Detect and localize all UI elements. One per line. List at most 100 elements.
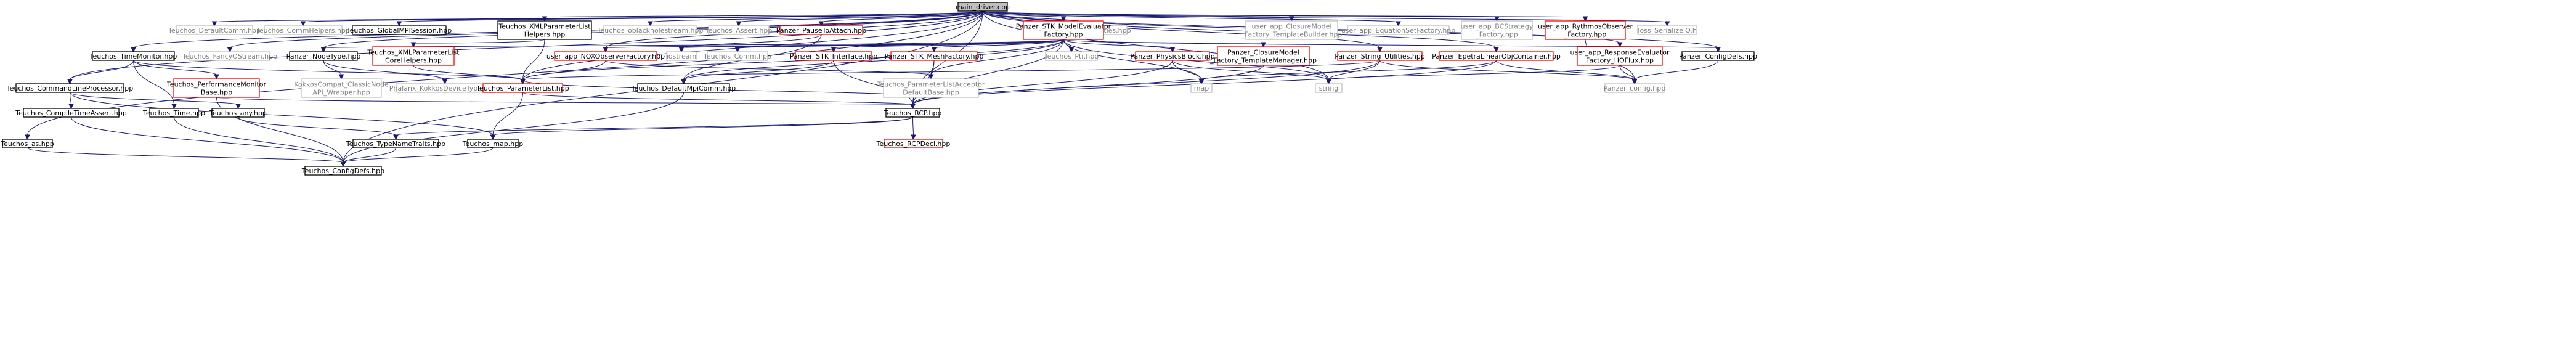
node-box <box>1023 20 1104 40</box>
node-ppta[interactable]: Panzer_PauseToAttach.hpp <box>776 25 867 35</box>
edge-ttm-to-tpmb <box>133 60 219 80</box>
node-tcta[interactable]: Teuchos_CompileTimeAssert.hpp <box>15 108 127 118</box>
edge-line <box>1496 60 1635 81</box>
node-tany[interactable]: Teuchos_any.hpp <box>209 108 267 118</box>
node-ppb[interactable]: Panzer_PhysicsBlock.hpp <box>1130 51 1215 61</box>
edge-line <box>70 10 983 81</box>
node-box <box>304 166 382 176</box>
edge-line <box>930 39 1064 76</box>
edge-arrowhead <box>235 104 241 110</box>
edge-line <box>1379 60 1635 81</box>
node-tdmc[interactable]: Teuchos_DefaultMpiComm.hpp <box>631 83 736 93</box>
node-pelo[interactable]: Panzer_EpetraLinearObjContainer.hpp <box>1432 51 1561 61</box>
edge-arrowhead <box>1198 79 1205 85</box>
node-uaro[interactable]: user_app_RythmosObserver_Factory.hpp <box>1538 20 1633 40</box>
node-box <box>149 108 199 118</box>
edge-unox-to-tpla <box>605 60 934 80</box>
node-uare[interactable]: user_app_ResponseEvaluatorFactory_HOFlux… <box>1570 46 1670 66</box>
edge-line <box>174 116 344 163</box>
edge-tclp-to-tany <box>70 92 241 110</box>
edge-tmap-to-tcfg <box>340 147 494 168</box>
node-box <box>2 139 53 148</box>
node-tclp[interactable]: Teuchos_CommandLineProcessor.hpp <box>6 83 133 93</box>
node-label-line: Teuchos_CommHelpers.hpp <box>256 26 350 34</box>
edge-line <box>1063 39 1264 44</box>
node-box <box>883 78 979 98</box>
edge-tpl-to-tmap <box>490 92 523 140</box>
edge-ttm-to-ttime <box>133 60 177 110</box>
edge-txph-to-txpc <box>410 39 545 48</box>
edge-line <box>323 60 445 81</box>
node-unox[interactable]: user_app_NOXObserverFactory.hpp <box>546 51 665 61</box>
edge-arrowhead <box>171 104 177 110</box>
edge-line <box>133 60 217 76</box>
node-label-line: Teuchos_oblackholestream.hpp <box>596 26 703 34</box>
edge-line <box>492 116 913 136</box>
node-tcfg[interactable]: Teuchos_ConfigDefs.hpp <box>301 166 384 176</box>
node-label-line: _Factory.hpp <box>1475 31 1518 39</box>
node-label-line: Phalanx_KokkosDeviceTypes.hpp <box>389 84 500 92</box>
node-psi[interactable]: Panzer_STK_Interface.hpp <box>790 51 878 61</box>
node-psu[interactable]: Panzer_String_Utilities.hpp <box>1335 51 1425 61</box>
node-ttime[interactable]: Teuchos_Time.hpp <box>142 108 205 118</box>
edge-tasv-to-tcfg <box>27 147 346 168</box>
node-label-line: Teuchos_FancyOStream.hpp <box>182 52 277 60</box>
node-pnt[interactable]: Panzer_NodeType.hpp <box>286 51 361 61</box>
edge-tclp-to-tcta <box>68 92 74 110</box>
node-box <box>1135 51 1210 61</box>
node-label-line: user_app_RythmosObserver <box>1538 23 1633 31</box>
node-box <box>173 78 260 98</box>
edge-line <box>982 10 1064 18</box>
edge-arrowhead <box>1261 42 1266 48</box>
edge-line <box>982 10 1399 23</box>
node-trcpd[interactable]: Teuchos_RCPDecl.hpp <box>876 139 951 148</box>
edge-main-to-iosso <box>982 10 1670 27</box>
node-label-line: _Factory_TemplateBuilder.hpp <box>1241 31 1343 39</box>
node-tasv[interactable]: Teuchos_as.hpp <box>0 139 54 148</box>
edge-arrowhead <box>736 21 742 27</box>
node-label-line: Helpers.hpp <box>524 31 566 39</box>
edge-line <box>1063 39 1329 81</box>
node-box <box>1315 83 1343 93</box>
edge-arrowhead <box>911 134 916 140</box>
node-label-line: main_driver.cpp <box>956 3 1010 11</box>
node-pcmf[interactable]: Panzer_ClosureModel_Factory_TemplateMana… <box>1209 46 1317 66</box>
node-psmf[interactable]: Panzer_STK_MeshFactory.hpp <box>885 51 984 61</box>
edge-line <box>982 10 1329 81</box>
node-box <box>890 51 978 61</box>
node-ttm[interactable]: Teuchos_TimeMonitor.hpp <box>89 51 177 61</box>
node-ttnt[interactable]: Teuchos_TypeNameTraits.hpp <box>346 139 445 148</box>
edge-line <box>605 60 932 76</box>
node-str: string <box>1315 83 1343 93</box>
node-tpl[interactable]: Teuchos_ParameterList.hpp <box>476 83 569 93</box>
edge-arrowhead <box>520 79 526 85</box>
edge-arrowhead <box>681 79 686 85</box>
node-pconf: Panzer_config.hpp <box>1604 83 1665 93</box>
edge-line <box>544 10 983 18</box>
edge-psme-to-psi <box>831 39 1064 53</box>
node-label-line: iostream <box>667 52 696 60</box>
node-tgms[interactable]: Teuchos_GlobalMPISession.hpp <box>346 25 452 35</box>
node-main[interactable]: main_driver.cpp <box>956 2 1010 12</box>
nodes-layer: main_driver.cppTeuchos_DefaultComm.hppTe… <box>0 2 1757 176</box>
node-label-line: Teuchos_CompileTimeAssert.hpp <box>15 109 127 117</box>
node-box <box>176 25 253 35</box>
node-pcd[interactable]: Panzer_ConfigDefs.hpp <box>1679 51 1757 61</box>
edge-line <box>912 116 914 136</box>
node-label-line: KokkosCompat_ClassicNode <box>294 81 389 89</box>
edge-line <box>833 60 913 105</box>
node-box <box>189 51 270 61</box>
edge-line <box>216 97 913 105</box>
edge-tpmb-to-tcfg <box>216 97 346 168</box>
node-tmap[interactable]: Teuchos_map.hpp <box>462 139 523 148</box>
edge-main-to-ppta <box>818 10 983 27</box>
node-label-line: Teuchos_Ptr.hpp <box>1044 52 1099 60</box>
edge-arrowhead <box>338 74 344 80</box>
node-trcp[interactable]: Teuchos_RCP.hpp <box>884 108 942 118</box>
